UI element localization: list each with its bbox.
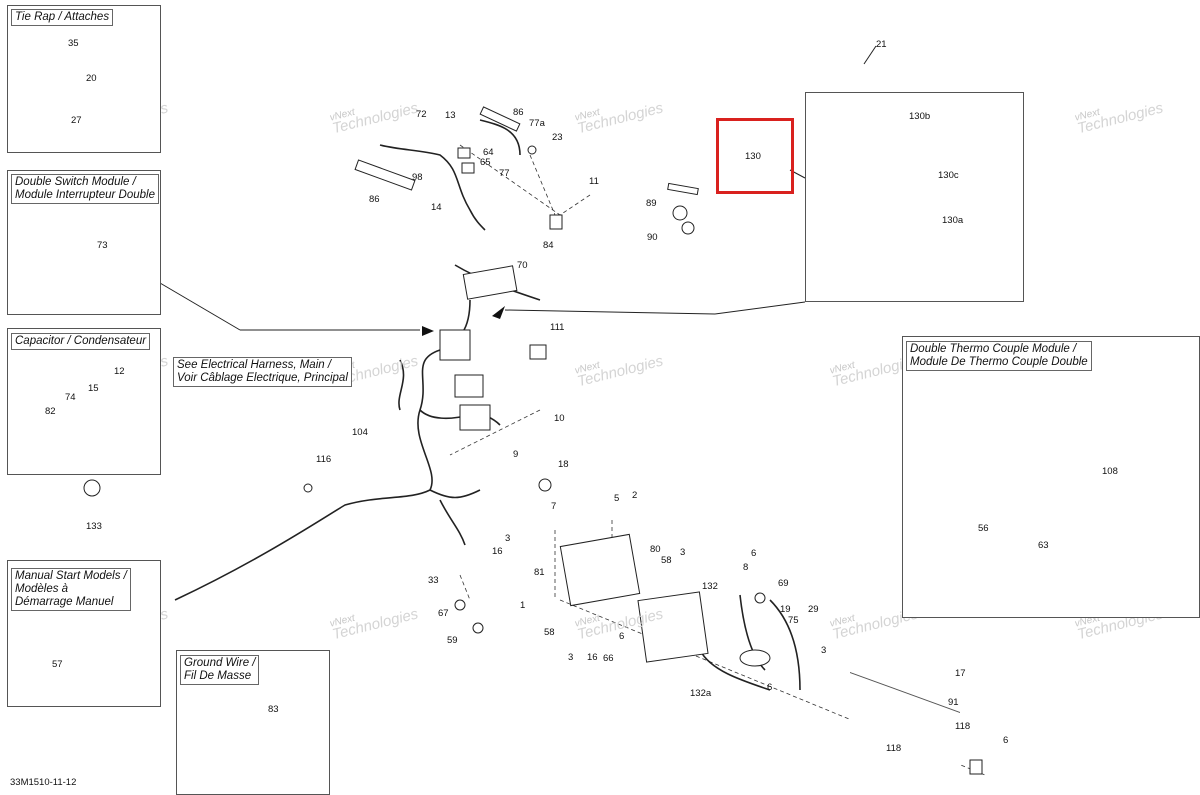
boot-133 (83, 479, 101, 497)
part-label: 56 (978, 523, 989, 534)
part-label: 69 (778, 578, 789, 589)
part-label: 27 (71, 115, 82, 126)
part-label: 3 (680, 547, 686, 558)
caption-capacitor: Capacitor / Condensateur (11, 333, 151, 350)
part-label: 77a (529, 118, 545, 129)
part-label: 80 (650, 544, 661, 555)
part-label: 133 (86, 521, 102, 532)
part-label: 14 (431, 202, 442, 213)
grommet-18 (538, 478, 552, 492)
part-label: 10 (554, 413, 565, 424)
caption-tie-rap: Tie Rap / Attaches (11, 9, 114, 26)
part-label: 118 (886, 743, 902, 754)
part-label: 74 (65, 392, 76, 403)
part-label: 57 (52, 659, 63, 670)
part-label: 16 (492, 546, 503, 557)
part-label: 20 (86, 73, 97, 84)
part-label: 12 (114, 366, 125, 377)
caption-ground-wire: Ground Wire /Fil De Masse (180, 655, 260, 685)
part-label: 13 (445, 110, 456, 121)
part-label: 72 (416, 109, 427, 120)
part-label: 130 (745, 151, 761, 162)
part-label: 58 (661, 555, 672, 566)
part-label: 108 (1102, 466, 1118, 477)
tube-86 (354, 159, 416, 191)
part-label: 130b (909, 111, 931, 122)
bracket-80 (559, 533, 641, 607)
part-label: 75 (788, 615, 799, 626)
part-label: 91 (948, 697, 959, 708)
part-label: 2 (632, 490, 638, 501)
part-label: 59 (447, 635, 458, 646)
panel-tie-rap (7, 5, 161, 153)
part-label: 23 (552, 132, 563, 143)
key-89 (672, 205, 688, 221)
leader-double-switch (159, 282, 241, 331)
part-label: 116 (316, 454, 332, 465)
leader-gauge (714, 301, 806, 315)
part-label: 9 (513, 449, 519, 460)
part-label: 130c (938, 170, 959, 181)
part-label: 67 (438, 608, 449, 619)
part-label: 18 (558, 459, 569, 470)
arrow-icon (422, 326, 434, 336)
part-label: 90 (647, 232, 658, 243)
part-label: 98 (412, 172, 423, 183)
part-label: 1 (520, 600, 526, 611)
panel-thermo-couple (902, 336, 1200, 618)
part-label: 6 (767, 682, 773, 693)
part-label: 81 (534, 567, 545, 578)
part-label: 29 (808, 604, 819, 615)
part-label: 132 (702, 581, 718, 592)
part-label: 111 (550, 322, 565, 333)
part-label: 21 (876, 39, 887, 50)
part-label: 104 (352, 427, 368, 438)
part-label: 70 (517, 260, 528, 271)
part-label: 35 (68, 38, 79, 49)
part-label: 6 (1003, 735, 1009, 746)
part-label: 6 (751, 548, 757, 559)
part-label: 73 (97, 240, 108, 251)
highlight-box-130 (716, 118, 794, 194)
part-label: 58 (544, 627, 555, 638)
panel-gauge (805, 92, 1024, 302)
part-label: 17 (955, 668, 966, 679)
panel-capacitor (7, 328, 161, 475)
part-label: 89 (646, 198, 657, 209)
part-label: 77 (499, 168, 510, 179)
caption-double-switch: Double Switch Module /Module Interrupteu… (11, 174, 159, 204)
part-label: 83 (268, 704, 279, 715)
part-label: 66 (603, 653, 614, 664)
part-label: 130a (942, 215, 964, 226)
diagram-reference: 33M1510-11-12 (10, 777, 77, 788)
part-label: 3 (568, 652, 574, 663)
part-label: 63 (1038, 540, 1049, 551)
part-label: 5 (614, 493, 620, 504)
part-label: 6 (619, 631, 625, 642)
part-label: 86 (513, 107, 524, 118)
part-label: 3 (821, 645, 827, 656)
caption-thermo-couple: Double Thermo Couple Module /Module De T… (906, 341, 1092, 371)
part-label: 8 (743, 562, 749, 573)
part-label: 7 (551, 501, 557, 512)
cap-90 (681, 221, 695, 235)
part-label: 16 (587, 652, 598, 663)
part-label: 132a (690, 688, 712, 699)
part-label: 82 (45, 406, 56, 417)
part-label: 84 (543, 240, 554, 251)
part-label: 118 (955, 721, 971, 732)
part-label: 3 (505, 533, 511, 544)
harness-wire (174, 489, 431, 601)
part-label: 11 (589, 176, 599, 187)
part-label: 19 (780, 604, 791, 615)
caption-see-harness: See Electrical Harness, Main /Voir Câbla… (173, 357, 352, 387)
part-label: 86 (369, 194, 380, 205)
part-label: 15 (88, 383, 99, 394)
part-label: 65 (480, 157, 491, 168)
part-label: 64 (483, 147, 494, 158)
part-label: 33 (428, 575, 439, 586)
connector-84 (549, 214, 563, 230)
battery-132 (637, 591, 709, 663)
